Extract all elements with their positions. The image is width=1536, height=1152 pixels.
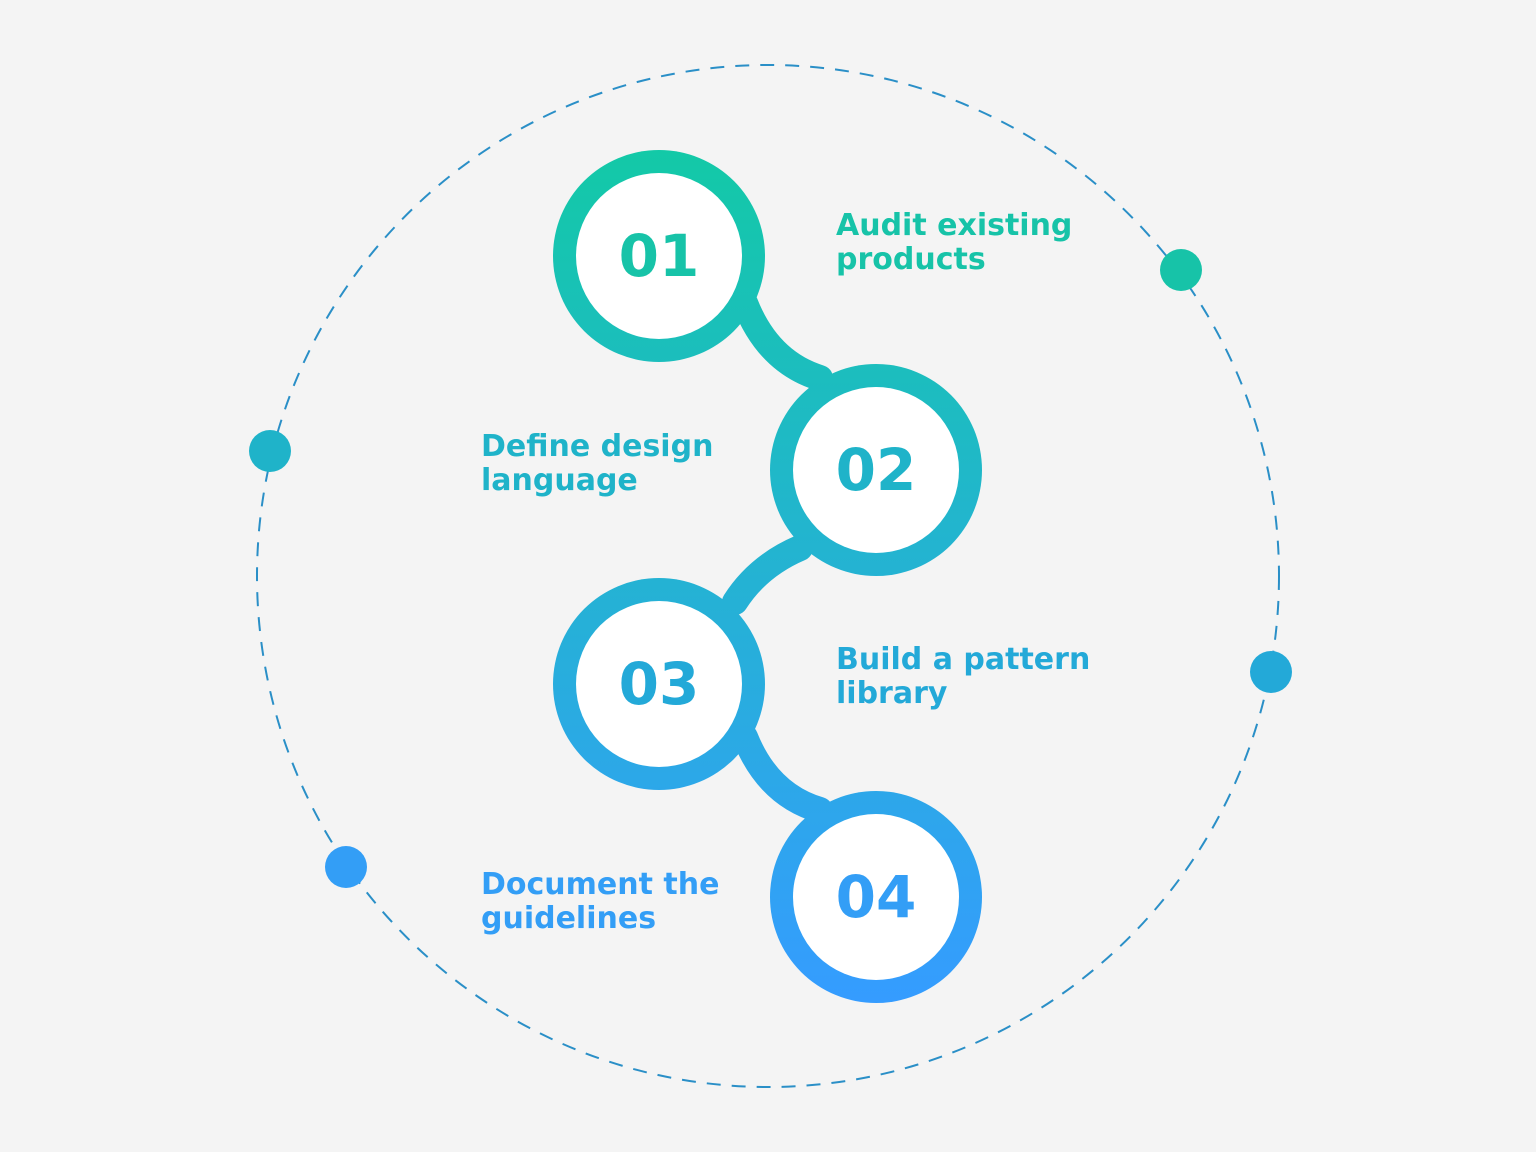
- step-label-01-line2: products: [836, 242, 986, 277]
- connector-03-04: [732, 724, 833, 823]
- orbit-dot-4: [325, 846, 367, 888]
- step-label-03-line2: library: [836, 676, 948, 711]
- step-disc-02: [793, 387, 959, 553]
- step-disc-01: [576, 173, 742, 339]
- orbit-dot-3: [1250, 651, 1292, 693]
- step-label-04-line2: guidelines: [481, 901, 656, 936]
- step-label-02-line1: Define design: [481, 429, 713, 464]
- step-label-01-line1: Audit existing: [836, 208, 1072, 243]
- step-disc-04: [793, 814, 959, 980]
- orbit-dot-2: [249, 430, 291, 472]
- orbit-ring: [256, 64, 1280, 1088]
- step-number-04: 04: [836, 863, 917, 931]
- step-disc-03: [576, 601, 742, 767]
- step-number-03: 03: [619, 650, 700, 718]
- step-label-03-line1: Build a pattern: [836, 642, 1090, 677]
- connector-01-02: [732, 290, 833, 391]
- step-label-04-line1: Document the: [481, 867, 719, 902]
- orbit-dot-1: [1160, 249, 1202, 291]
- connector-02-03: [722, 535, 813, 615]
- step-label-02-line2: language: [481, 463, 638, 498]
- step-number-01: 01: [619, 222, 700, 290]
- step-number-02: 02: [836, 436, 917, 504]
